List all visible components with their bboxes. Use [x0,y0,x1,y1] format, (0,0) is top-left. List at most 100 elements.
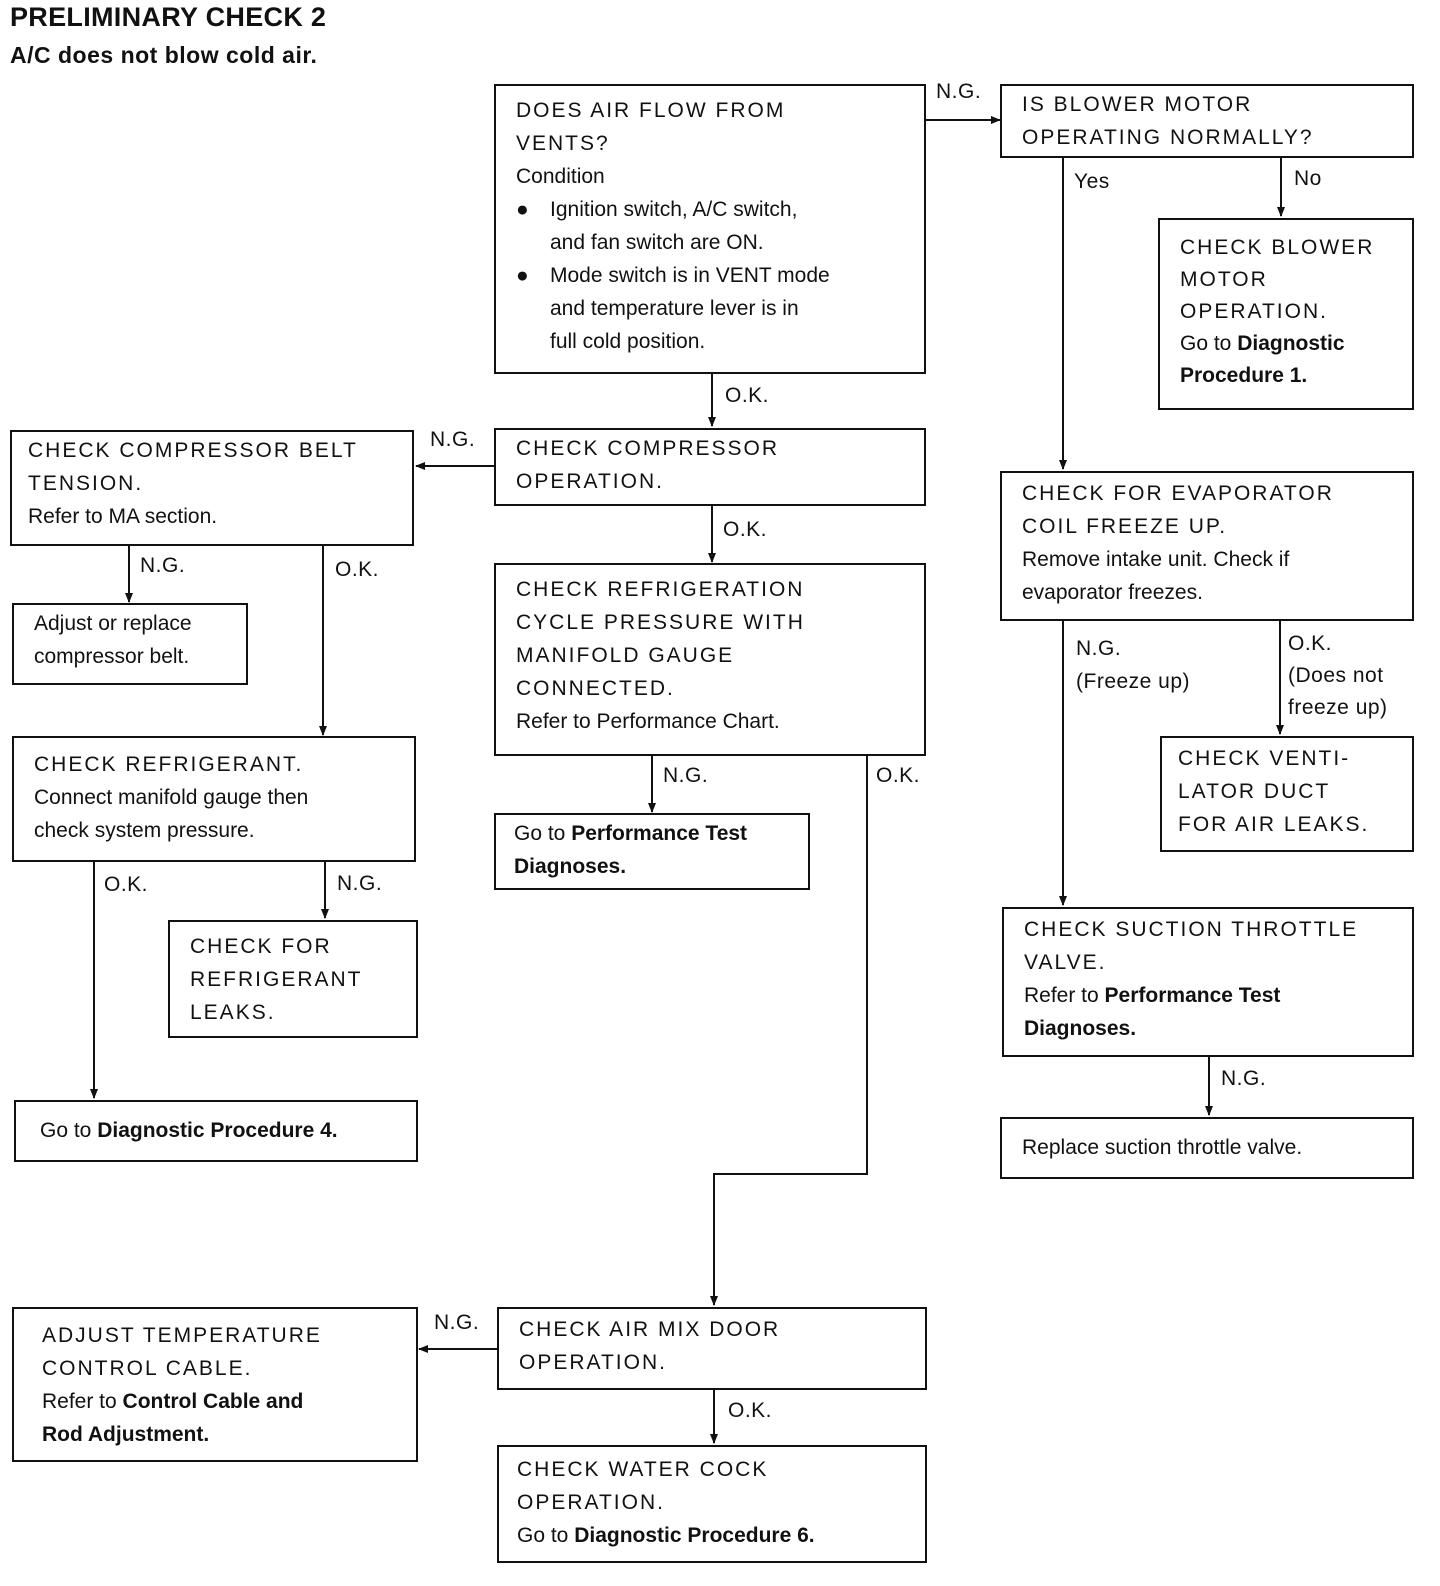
node-heading: FOR AIR LEAKS. [1178,813,1370,836]
edge-label-ok: O.K. [876,764,921,787]
node-heading: CHECK AIR MIX DOOR [519,1318,781,1341]
node-heading: VALVE. [1024,951,1107,974]
node-ref-link: Diagnostic Procedure 6. [574,1524,815,1547]
node-text: Refer to [42,1390,123,1413]
edge-label-ok: O.K. [728,1399,773,1422]
bullet-text: Mode switch is in VENT mode [550,264,830,287]
node-heading: CYCLE PRESSURE WITH [516,611,805,634]
node-perf-test: Go to Performance Test Diagnoses. [494,813,810,890]
node-text: Go to [517,1524,575,1547]
condition-bullet: ● Ignition switch, A/C switch, and fan sw… [516,193,912,259]
node-heading: TENSION. [28,472,144,495]
edge-label-ng: N.G. [434,1311,480,1334]
node-ref-link: Diagnostic Procedure 4. [97,1119,338,1142]
node-heading: CONNECTED. [516,677,675,700]
node-text: Replace suction throttle valve. [1022,1136,1303,1159]
node-refrig-cycle: CHECK REFRIGERATION CYCLE PRESSURE WITH … [494,563,926,756]
node-text: compressor belt. [34,645,190,668]
edge-label-no: No [1294,167,1322,190]
node-ref-link: Rod Adjustment. [42,1423,210,1446]
edge-label-ok: O.K. [725,384,770,407]
edge-label-ng: N.G. [430,428,476,451]
edge-label-ng: N.G. [1221,1067,1267,1090]
node-text: Go to [514,822,572,845]
edge-label-ng: N.G. [663,764,709,787]
node-heading: ADJUST TEMPERATURE [42,1324,322,1347]
node-note: evaporator freezes. [1022,581,1203,604]
node-heading: CHECK COMPRESSOR [516,437,780,460]
node-heading: CHECK COMPRESSOR BELT [28,439,358,462]
node-heading: CHECK SUCTION THROTTLE [1024,918,1359,941]
bullet-icon: ● [516,198,529,221]
node-heading: LEAKS. [190,1001,276,1024]
bullet-icon: ● [516,264,529,287]
edge-label-text: O.K. [1288,632,1333,655]
node-heading: MOTOR [1180,268,1268,291]
node-heading: CONTROL CABLE. [42,1357,253,1380]
page-title: PRELIMINARY CHECK 2 [10,2,327,32]
node-refrig-leaks: CHECK FOR REFRIGERANT LEAKS. [168,920,418,1038]
edge-label-ok: O.K. [104,873,149,896]
node-ref-link: Performance Test [571,822,748,845]
node-text: Go to [40,1119,98,1142]
node-heading: CHECK REFRIGERANT. [34,753,304,776]
node-evap-freeze: CHECK FOR EVAPORATOR COIL FREEZE UP. Rem… [1000,471,1414,621]
node-suction-valve: CHECK SUCTION THROTTLE VALVE. Refer to P… [1002,907,1414,1057]
node-air-flow: DOES AIR FLOW FROM VENTS? Condition ● Ig… [494,84,926,374]
node-refrigerant: CHECK REFRIGERANT. Connect manifold gaug… [12,736,416,862]
node-check-blower: CHECK BLOWER MOTOR OPERATION. Go to Diag… [1158,218,1414,410]
node-ref-link: Performance Test [1104,984,1281,1007]
node-ref-link: Procedure 1. [1180,364,1308,387]
bullet-text: and fan switch are ON. [550,231,764,254]
node-blower-motor: IS BLOWER MOTOR OPERATING NORMALLY? [1000,84,1414,158]
node-water-cock: CHECK WATER COCK OPERATION. Go to Diagno… [497,1445,927,1563]
edge-label-yes: Yes [1074,170,1110,193]
node-text: Adjust or replace [34,612,192,635]
node-heading: IS BLOWER MOTOR [1022,93,1253,116]
node-adjust-belt: Adjust or replace compressor belt. [12,603,248,685]
condition-label: Condition [516,165,605,188]
node-vent-duct: CHECK VENTI- LATOR DUCT FOR AIR LEAKS. [1160,736,1414,852]
node-compressor-op: CHECK COMPRESSOR OPERATION. [494,428,926,506]
node-heading: CHECK FOR [190,935,332,958]
node-adjust-cable: ADJUST TEMPERATURE CONTROL CABLE. Refer … [12,1307,418,1462]
node-heading: CHECK VENTI- [1178,747,1351,770]
node-heading: DOES AIR FLOW FROM [516,99,786,122]
node-heading: CHECK BLOWER [1180,236,1375,259]
node-heading: CHECK WATER COCK [517,1458,769,1481]
bullet-text: full cold position. [550,330,706,353]
edge-label-ng: N.G. [140,554,186,577]
node-heading: CHECK FOR EVAPORATOR [1022,482,1334,505]
node-note: Connect manifold gauge then [34,786,309,809]
node-heading: OPERATION. [519,1351,667,1374]
node-text: Go to [1180,332,1238,355]
edge-cycle-ok [710,756,868,1306]
node-ref-link: Diagnostic [1237,332,1345,355]
node-note: Refer to MA section. [28,505,218,528]
node-note: Refer to Performance Chart. [516,710,780,733]
node-ref-link: Diagnoses. [514,855,627,878]
edge-label-ok: O.K. [723,518,768,541]
edge-label-ok: O.K. [335,558,380,581]
edge-label-ng-freeze: N.G. (Freeze up) [1076,632,1190,698]
node-text: Refer to [1024,984,1105,1007]
node-ref-link: Diagnoses. [1024,1017,1137,1040]
node-heading: COIL FREEZE UP. [1022,515,1228,538]
node-heading: OPERATION. [1180,300,1328,323]
node-diag4: Go to Diagnostic Procedure 4. [14,1100,418,1162]
edge-label-text: N.G. [1076,637,1122,660]
edge-label-ok-no-freeze: O.K. (Does not freeze up) [1288,628,1388,724]
node-heading: CHECK REFRIGERATION [516,578,805,601]
node-heading: OPERATION. [516,470,664,493]
node-heading: OPERATING NORMALLY? [1022,126,1314,149]
node-heading: VENTS? [516,132,610,155]
node-heading: LATOR DUCT [1178,780,1331,803]
edge-label-ng: N.G. [337,872,383,895]
node-ref-link: Control Cable and [122,1390,304,1413]
edge-label-ng: N.G. [936,80,982,103]
page-subtitle: A/C does not blow cold air. [10,42,318,68]
bullet-text: Ignition switch, A/C switch, [550,198,798,221]
node-heading: OPERATION. [517,1491,665,1514]
